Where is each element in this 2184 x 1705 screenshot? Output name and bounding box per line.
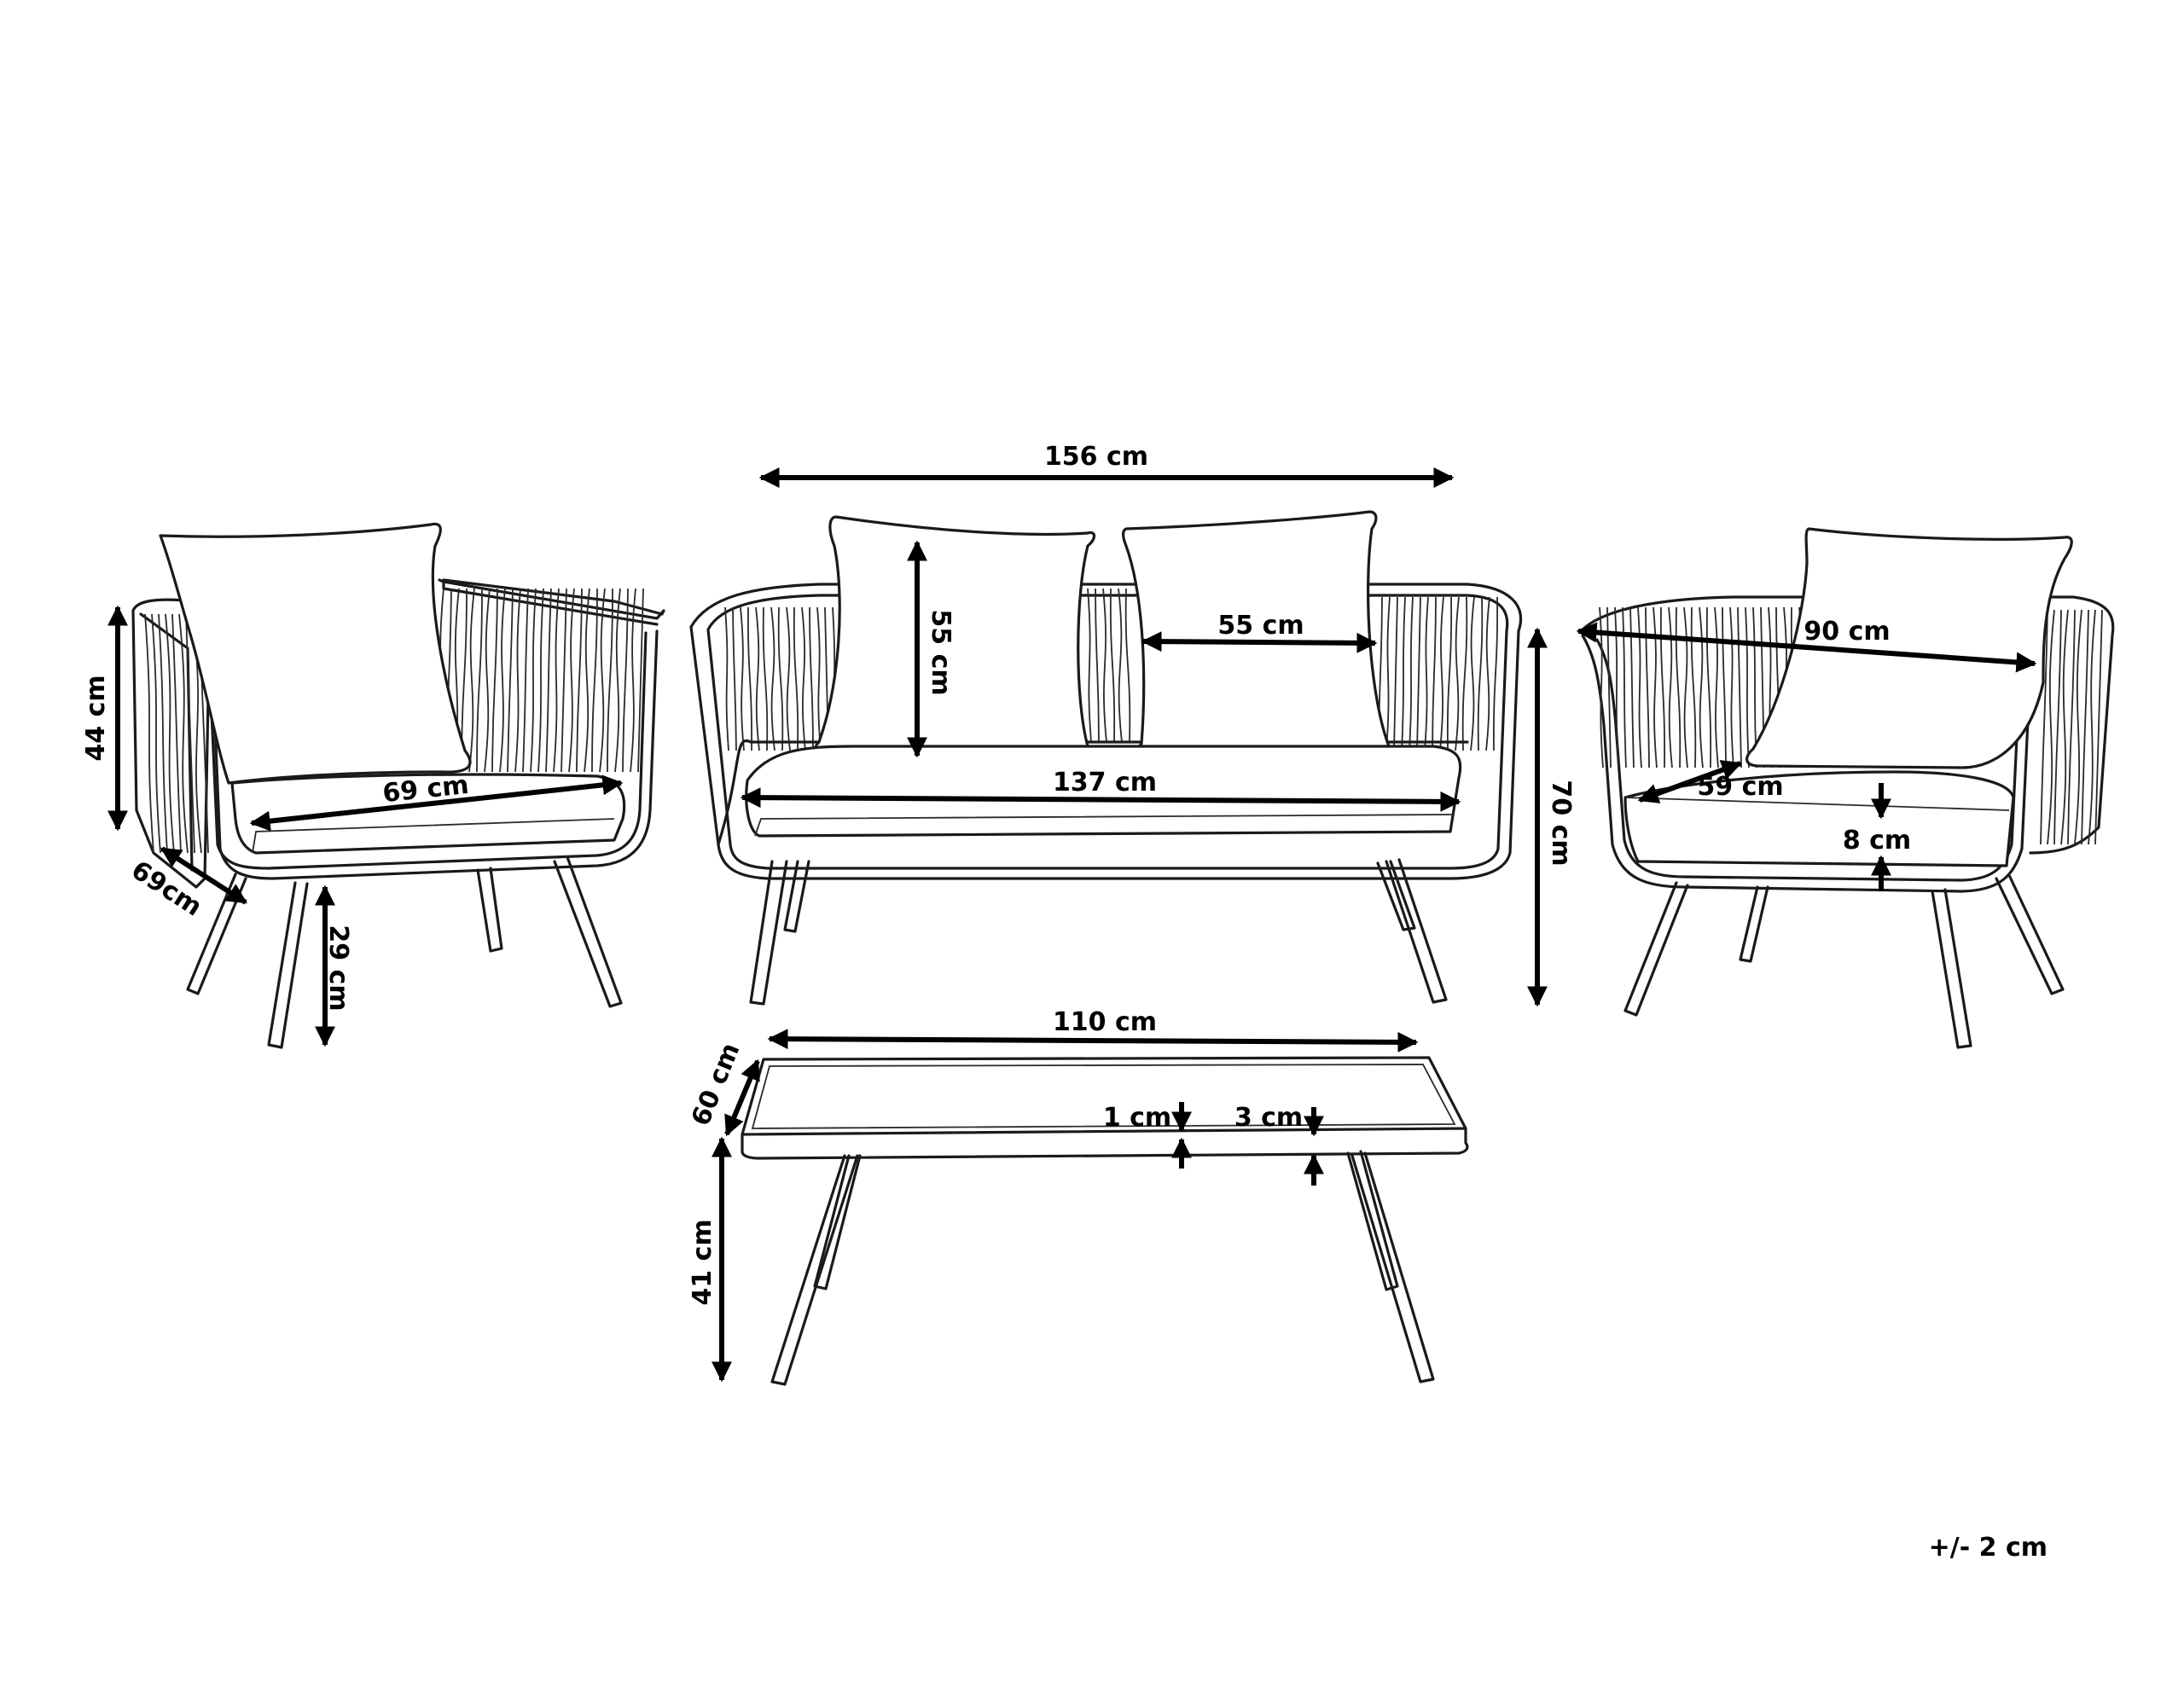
armchair-left-back-cushion: [159, 522, 472, 785]
tolerance-note: +/- 2 cm: [1928, 1533, 2048, 1563]
dim-right-seat-depth: [1637, 760, 1743, 803]
label-sofa-pillow-width: 55 cm: [1217, 611, 1304, 641]
weave-sofa: [724, 588, 1498, 751]
dim-table-depth: [724, 1058, 760, 1137]
dim-table-width: [767, 1029, 1419, 1053]
label-table-height: 41 cm: [688, 1219, 717, 1305]
dim-right-width: [1576, 622, 2037, 673]
label-right-cushion: 8 cm: [1843, 826, 1911, 855]
label-table-frame: 3 cm: [1234, 1103, 1303, 1133]
dim-sofa-seat-width: [740, 787, 1461, 812]
label-table-width: 110 cm: [1053, 1007, 1157, 1037]
label-sofa-height: 70 cm: [1546, 780, 1576, 866]
label-sofa-seat-width: 137 cm: [1053, 768, 1157, 797]
dim-left-depth: [160, 846, 248, 905]
dim-left-seat-width: [249, 774, 624, 832]
label-sofa-pillow-height: 55 cm: [926, 609, 956, 695]
label-left-depth: 69cm: [126, 855, 207, 923]
label-right-seat-depth: 59 cm: [1697, 772, 1783, 802]
label-table-glass: 1 cm: [1103, 1103, 1171, 1133]
weave-left-back: [438, 588, 644, 773]
armchair-right: [1581, 527, 2115, 1049]
label-left-leg: 29 cm: [323, 925, 353, 1011]
label-right-width: 90 cm: [1804, 617, 1890, 647]
coffee-table: [741, 1056, 1469, 1386]
sofa: [689, 510, 1523, 1006]
dimension-lines: [107, 467, 2037, 1383]
dim-sofa-pillow-width: [1141, 631, 1378, 653]
label-left-height: 44 cm: [81, 675, 111, 761]
label-sofa-overall-width: 156 cm: [1044, 442, 1148, 472]
